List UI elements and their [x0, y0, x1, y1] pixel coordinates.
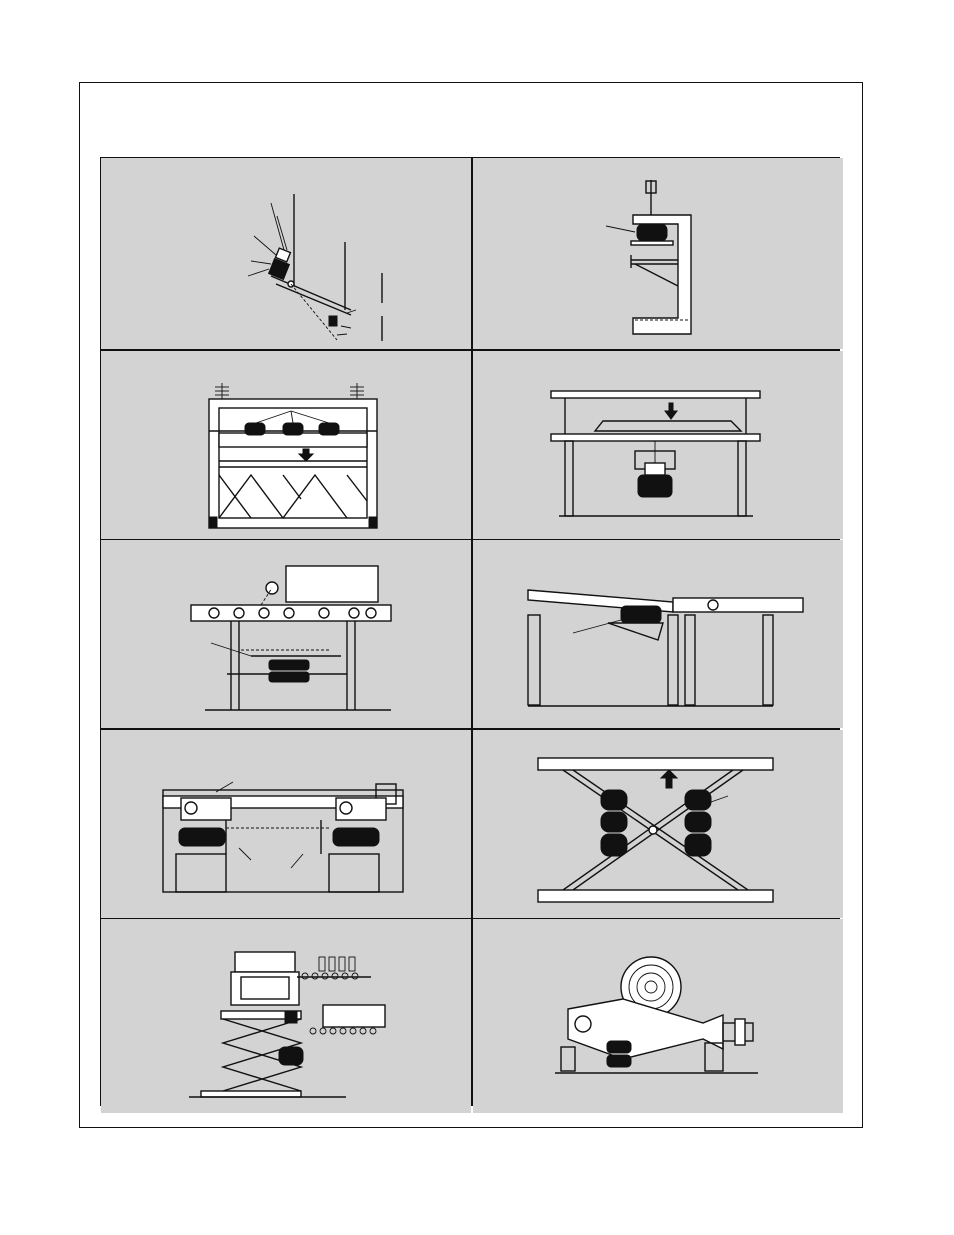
figure-cell-10 — [473, 919, 843, 1113]
figure-cell-3 — [101, 351, 471, 539]
figure-cell-4 — [473, 351, 843, 539]
figure-cell-9 — [101, 919, 471, 1113]
angled-chute-air-spring-illustration — [101, 158, 471, 349]
figure-cell-5 — [101, 540, 471, 728]
figure-cell-1 — [101, 158, 471, 349]
c-frame-clamp-air-spring-illustration — [473, 158, 843, 349]
log-cradle-air-spring-illustration — [473, 919, 843, 1113]
lift-table-air-spring-illustration — [473, 351, 843, 539]
bottle-scissor-lift-illustration — [101, 919, 471, 1113]
figure-grid — [100, 157, 840, 1106]
scissor-lift-air-spring-illustration — [473, 730, 843, 918]
figure-cell-6 — [473, 540, 843, 728]
tilting-conveyor-section-illustration — [473, 540, 843, 728]
press-frame-triple-air-spring-illustration — [101, 351, 471, 539]
figure-cell-8 — [473, 730, 843, 918]
figure-cell-7 — [101, 730, 471, 918]
figure-cell-2 — [473, 158, 843, 349]
dual-drive-conveyor-illustration — [101, 730, 471, 918]
roller-conveyor-stop-illustration — [101, 540, 471, 728]
